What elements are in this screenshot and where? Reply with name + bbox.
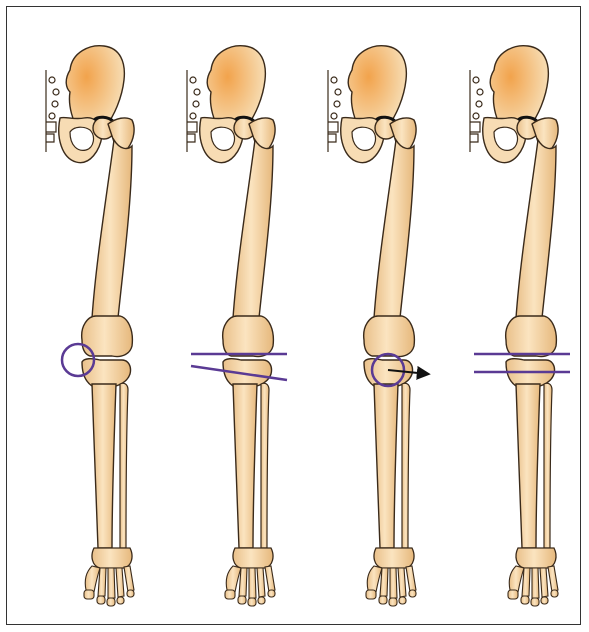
- panel-4: [470, 46, 570, 606]
- panel-3: [328, 46, 428, 606]
- panel-1: [46, 46, 134, 606]
- panel-2: [187, 46, 287, 606]
